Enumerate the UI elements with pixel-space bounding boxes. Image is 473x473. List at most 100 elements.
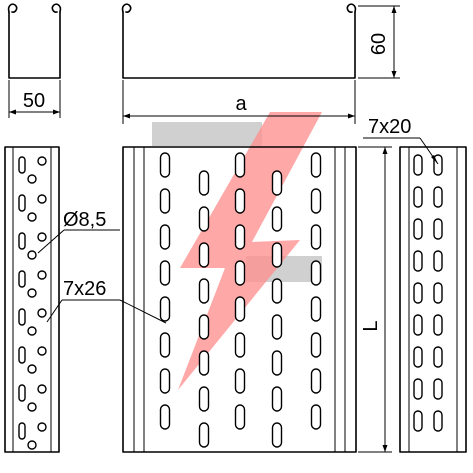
side-round-hole bbox=[37, 270, 47, 280]
side-base-slot bbox=[433, 186, 443, 208]
side-round-hole bbox=[37, 232, 47, 242]
round-hole-label: Ø8,5 bbox=[63, 209, 106, 231]
side-base-slot bbox=[433, 346, 443, 368]
side-base-slot bbox=[413, 410, 423, 432]
side-round-hole bbox=[27, 250, 37, 260]
base-slot bbox=[271, 386, 283, 412]
base-slot bbox=[198, 422, 210, 448]
callout-slot-side: 7x26 bbox=[46, 278, 167, 324]
side-base-slot bbox=[413, 346, 423, 368]
base-slot bbox=[310, 152, 322, 178]
front-section-view: a 60 bbox=[121, 3, 400, 124]
side-base-slot bbox=[413, 218, 423, 240]
base-slot bbox=[271, 206, 283, 232]
side-slot bbox=[18, 346, 26, 364]
base-slot bbox=[310, 368, 322, 394]
base-slot bbox=[234, 188, 246, 214]
side-round-hole bbox=[27, 288, 37, 298]
base-slot bbox=[310, 188, 322, 214]
side-round-hole bbox=[37, 422, 47, 432]
base-slot bbox=[159, 188, 171, 214]
base-slot bbox=[198, 314, 210, 340]
base-slot bbox=[271, 314, 283, 340]
side-view-right bbox=[399, 146, 467, 453]
side-round-hole bbox=[37, 308, 47, 318]
base-slot bbox=[198, 206, 210, 232]
base-slot bbox=[234, 152, 246, 178]
side-round-hole bbox=[37, 156, 47, 166]
base-slot bbox=[234, 368, 246, 394]
base-slot bbox=[310, 332, 322, 358]
base-slot bbox=[159, 296, 171, 322]
base-slot bbox=[159, 404, 171, 430]
base-slot bbox=[234, 404, 246, 430]
watermark-logo bbox=[152, 112, 322, 390]
width-end-label: 50 bbox=[23, 90, 45, 112]
base-slot bbox=[198, 350, 210, 376]
side-base-slot bbox=[433, 282, 443, 304]
side-base-slot bbox=[433, 218, 443, 240]
side-round-hole bbox=[37, 194, 47, 204]
side-round-hole bbox=[27, 364, 37, 374]
side-base-slot bbox=[433, 378, 443, 400]
base-slot bbox=[271, 350, 283, 376]
side-base-slot bbox=[413, 282, 423, 304]
plan-view: L bbox=[122, 146, 392, 453]
base-slot bbox=[310, 404, 322, 430]
base-slot bbox=[234, 260, 246, 286]
base-slot bbox=[198, 386, 210, 412]
base-slot bbox=[271, 422, 283, 448]
side-slot bbox=[18, 156, 26, 174]
base-slot bbox=[198, 242, 210, 268]
base-slot bbox=[310, 296, 322, 322]
length-label: L bbox=[360, 320, 382, 331]
base-slot bbox=[271, 242, 283, 268]
base-slot bbox=[234, 296, 246, 322]
base-slot-pattern bbox=[159, 152, 322, 448]
base-slot bbox=[159, 332, 171, 358]
base-slot bbox=[159, 260, 171, 286]
side-base-slot bbox=[433, 314, 443, 336]
side-round-hole bbox=[27, 402, 37, 412]
side-hole-pattern bbox=[18, 156, 47, 450]
end-view: 50 bbox=[7, 3, 62, 118]
base-slot bbox=[234, 224, 246, 250]
base-slot bbox=[159, 152, 171, 178]
side-base-slot bbox=[433, 410, 443, 432]
side-slot bbox=[18, 384, 26, 402]
side-round-hole bbox=[27, 440, 37, 450]
side-slot-pattern bbox=[413, 154, 443, 432]
base-slot bbox=[159, 224, 171, 250]
base-slot bbox=[271, 170, 283, 196]
side-base-slot bbox=[413, 250, 423, 272]
side-round-hole bbox=[37, 346, 47, 356]
slot-base-label: 7x20 bbox=[368, 116, 411, 138]
watermark-bar-top bbox=[152, 122, 262, 146]
base-slot bbox=[310, 260, 322, 286]
side-base-slot bbox=[413, 314, 423, 336]
base-slot bbox=[271, 278, 283, 304]
side-base-slot bbox=[413, 378, 423, 400]
base-slot bbox=[310, 224, 322, 250]
side-round-hole bbox=[37, 384, 47, 394]
side-base-slot bbox=[413, 186, 423, 208]
side-slot bbox=[18, 270, 26, 288]
slot-side-label: 7x26 bbox=[63, 278, 106, 300]
watermark-bolt bbox=[178, 112, 322, 390]
base-slot bbox=[198, 170, 210, 196]
width-front-label: a bbox=[235, 93, 247, 115]
side-round-hole bbox=[27, 212, 37, 222]
side-round-hole bbox=[27, 326, 37, 336]
base-slot bbox=[159, 368, 171, 394]
side-slot bbox=[18, 422, 26, 440]
side-view-left bbox=[4, 146, 60, 453]
base-slot bbox=[234, 332, 246, 358]
side-slot bbox=[18, 194, 26, 212]
height-label: 60 bbox=[368, 33, 390, 55]
side-slot bbox=[18, 308, 26, 326]
side-base-slot bbox=[413, 154, 423, 176]
callout-round-hole: Ø8,5 bbox=[37, 209, 120, 254]
callout-slot-base: 7x20 bbox=[363, 116, 439, 165]
